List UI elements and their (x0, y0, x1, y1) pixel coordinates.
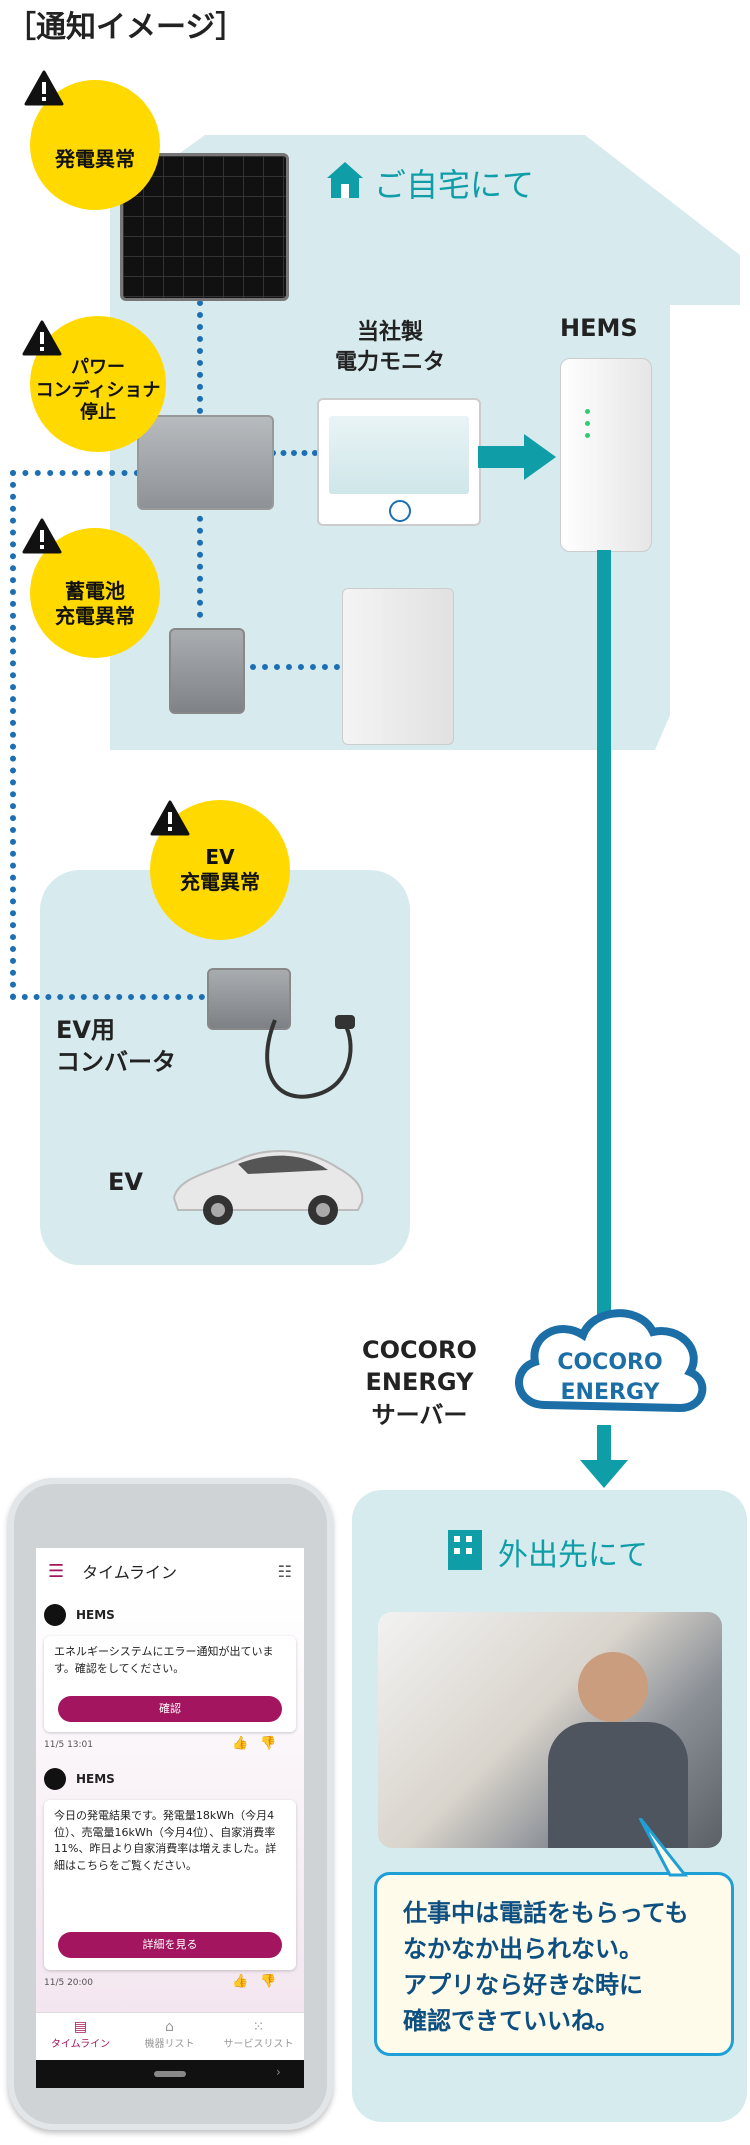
chat-icon: ▤ (73, 2019, 88, 2035)
nav-timeline[interactable]: ▤ タイムライン (36, 2019, 125, 2050)
arrow-down (580, 1460, 628, 1488)
system-nav-bar: › (36, 2060, 304, 2088)
alert-power-conditioner: パワー コンディショナ 停止 (30, 316, 166, 452)
ev-label: EV (108, 1168, 143, 1196)
dotted-line-to-ev (10, 470, 140, 476)
confirm-button[interactable]: 確認 (58, 1696, 282, 1722)
notification-time: 11/5 20:00 (44, 1978, 94, 1988)
notification-message: エネルギーシステムにエラー通知が出ています。確認をしてください。 (54, 1645, 274, 1675)
notification-card: エネルギーシステムにエラー通知が出ています。確認をしてください。 確認 (44, 1636, 296, 1732)
hems-icon (44, 1768, 66, 1790)
nav-label: タイムライン (50, 2039, 111, 2050)
bottom-nav: ▤ タイムライン ⌂ 機器リスト ⁙ サービスリスト (36, 2012, 304, 2061)
notification-source: HEMS (76, 1608, 115, 1622)
thumbs-down-icon[interactable]: 👎 (260, 1974, 277, 1989)
nav-label: サービスリスト (223, 2039, 294, 2050)
ev-cable (265, 1015, 355, 1099)
arrow-right (478, 434, 556, 480)
house-icon (325, 160, 365, 200)
ev-converter-label: EV用 コンバータ (56, 1016, 176, 1077)
alert-battery-text: 蓄電池 充電異常 (55, 579, 135, 628)
storage-battery (342, 588, 454, 745)
hems-icon (44, 1604, 66, 1626)
office-photo (378, 1612, 722, 1848)
ev-converter (207, 968, 291, 1030)
thumbs-down-icon[interactable]: 👎 (260, 1736, 277, 1751)
thumbs-up-icon[interactable]: 👍 (232, 1974, 249, 1989)
warning-icon (150, 800, 190, 840)
nav-service-list[interactable]: ⁙ サービスリスト (214, 2019, 303, 2050)
speech-bubble: 仕事中は電話をもらっても なかなか出られない。 アプリなら好きな時に 確認できて… (374, 1872, 734, 2056)
details-button[interactable]: 詳細を見る (58, 1932, 282, 1958)
cloud-icon (515, 1309, 707, 1413)
dotted-line-to-battery (250, 664, 340, 670)
header-title: タイムライン (82, 1563, 178, 1582)
alert-ev-text: EV 充電異常 (180, 845, 260, 894)
warning-icon (22, 320, 62, 360)
thumbs-up-icon[interactable]: 👍 (232, 1736, 249, 1751)
hems-label: HEMS (560, 314, 638, 342)
warning-icon (22, 518, 62, 558)
home-icon: ⌂ (165, 2019, 174, 2035)
smartphone: ☰ タイムライン ☷ HEMS エネルギーシステムにエラー通知が出ています。確認… (8, 1478, 333, 2130)
home-indicator[interactable] (154, 2071, 186, 2077)
warning-icon (24, 70, 64, 110)
notification-card: 今日の発電結果です。発電量18kWh（今月4位）、売電量16kWh（今月4位）、… (44, 1800, 296, 1970)
hems-device (560, 358, 652, 552)
speech-text: 仕事中は電話をもらっても なかなか出られない。 アプリなら好きな時に 確認できて… (403, 1899, 689, 2035)
server-label: COCORO ENERGY サーバー (362, 1336, 477, 1429)
page-title: ［通知イメージ］ (6, 10, 246, 45)
alert-power-conditioner-text: パワー コンディショナ 停止 (35, 357, 161, 424)
connection-line (597, 550, 611, 1330)
battery-converter (169, 628, 245, 714)
solar-panel (120, 153, 289, 301)
dotted-line-to-converter (10, 994, 205, 1000)
building-icon (448, 1530, 482, 1570)
dotted-line-left-vertical (10, 470, 16, 1000)
ev-car (172, 1150, 364, 1225)
monitor-label: 当社製 電力モニタ (334, 320, 445, 375)
notification-message: 今日の発電結果です。発電量18kWh（今月4位）、売電量16kWh（今月4位）、… (54, 1809, 277, 1872)
list-check-icon[interactable]: ☷ (277, 1561, 292, 1581)
dotted-line-to-monitor (270, 450, 318, 456)
connection-line (597, 1425, 611, 1465)
cloud-label: COCORO ENERGY (557, 1350, 663, 1405)
menu-icon[interactable]: ☰ (48, 1560, 65, 1582)
outing-label: 外出先にて (498, 1538, 648, 1573)
grid-icon: ⁙ (252, 2019, 265, 2035)
app-header: ☰ タイムライン ☷ (36, 1548, 304, 1595)
timeline: HEMS エネルギーシステムにエラー通知が出ています。確認をしてください。 確認… (36, 1594, 304, 2012)
speech-tail (638, 1818, 689, 1877)
alert-solar-text: 発電異常 (55, 146, 135, 171)
nav-device-list[interactable]: ⌂ 機器リスト (125, 2019, 214, 2050)
power-monitor (317, 398, 481, 526)
phone-screen: ☰ タイムライン ☷ HEMS エネルギーシステムにエラー通知が出ています。確認… (36, 1548, 304, 2088)
notification-source: HEMS (76, 1772, 115, 1786)
power-conditioner (137, 415, 274, 510)
chevron-right-icon[interactable]: › (276, 2065, 281, 2079)
home-label: ご自宅にて (374, 166, 535, 204)
notification-time: 11/5 13:01 (44, 1740, 94, 1750)
nav-label: 機器リスト (144, 2039, 195, 2050)
